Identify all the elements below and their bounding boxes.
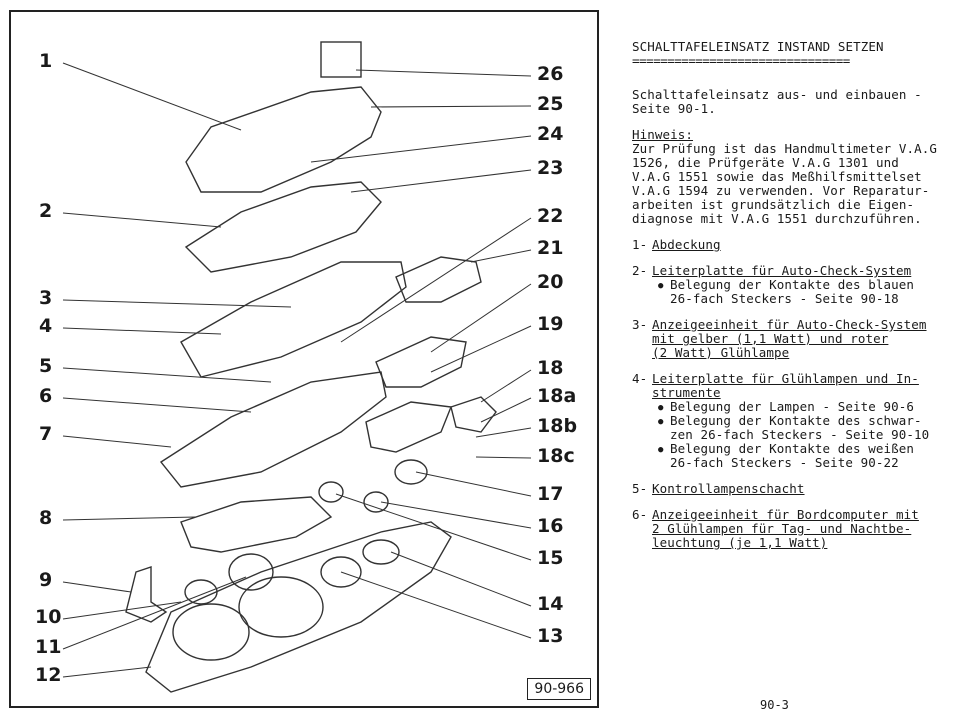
callout-15: 15 [537, 547, 564, 569]
item-title: Abdeckung [652, 237, 721, 252]
list-item: 1- Abdeckung [632, 238, 952, 252]
callout-9: 9 [39, 569, 53, 591]
list-item: 6- Anzeigeeinheit für Bordcomputer mit 2 … [632, 508, 952, 550]
callout-3: 3 [39, 287, 53, 309]
callout-25: 25 [537, 93, 564, 115]
callout-18c: 18c [537, 445, 575, 467]
item-title: Anzeigeeinheit für Auto-Check-System mit… [652, 317, 927, 360]
callout-18a: 18a [537, 385, 577, 407]
item-title: Leiterplatte für Auto-Check-System [652, 263, 912, 278]
sub-bullet: Belegung der Kontakte des blauen 26-fach… [658, 278, 952, 306]
callout-6: 6 [39, 385, 53, 407]
callout-22: 22 [537, 205, 564, 227]
callout-20: 20 [537, 271, 564, 293]
figure-reference-number: 90-966 [527, 678, 591, 700]
callout-23: 23 [537, 157, 564, 179]
callout-10: 10 [35, 606, 62, 628]
callout-11: 11 [35, 636, 62, 658]
callout-1: 1 [39, 50, 53, 72]
callout-26: 26 [537, 63, 564, 85]
item-title: Anzeigeeinheit für Bordcomputer mit 2 Gl… [652, 507, 919, 550]
item-number: 5- [632, 481, 648, 496]
callout-7: 7 [39, 423, 53, 445]
item-number: 4- [632, 371, 648, 386]
callout-4: 4 [39, 315, 53, 337]
callout-13: 13 [537, 625, 564, 647]
exploded-view-figure: 1 2 3 4 5 6 7 8 9 10 11 12 26 25 24 23 2… [9, 10, 599, 708]
intro-paragraph: Schalttafeleinsatz aus- und einbauen - S… [632, 87, 922, 116]
callout-17: 17 [537, 483, 564, 505]
sub-bullet: Belegung der Kontakte des weißen 26-fach… [658, 442, 952, 470]
page-number: 90-3 [760, 698, 789, 712]
text-column: SCHALTTAFELEINSATZ INSTAND SETZEN ======… [632, 40, 952, 562]
sub-bullet: Belegung der Kontakte des schwar- zen 26… [658, 414, 952, 442]
callout-24: 24 [537, 123, 564, 145]
hinweis-heading: Hinweis: [632, 127, 694, 142]
item-number: 1- [632, 237, 648, 252]
callout-16: 16 [537, 515, 564, 537]
callout-5: 5 [39, 355, 53, 377]
callout-14: 14 [537, 593, 564, 615]
callout-18: 18 [537, 357, 564, 379]
item-title: Leiterplatte für Glühlampen und In- stru… [652, 371, 919, 400]
callout-19: 19 [537, 313, 564, 335]
list-item: 5- Kontrollampenschacht [632, 482, 952, 496]
callout-12: 12 [35, 664, 62, 686]
list-item: 2- Leiterplatte für Auto-Check-System Bel… [632, 264, 952, 306]
hinweis-body: Zur Prüfung ist das Handmultimeter V.A.G… [632, 141, 938, 226]
callout-8: 8 [39, 507, 53, 529]
exploded-diagram-drawing [62, 41, 532, 693]
sub-bullet: Belegung der Lampen - Seite 90-6 [658, 400, 952, 416]
page-title: SCHALTTAFELEINSATZ INSTAND SETZEN [632, 39, 884, 54]
list-item: 3- Anzeigeeinheit für Auto-Check-System m… [632, 318, 952, 360]
callout-2: 2 [39, 200, 53, 222]
item-number: 3- [632, 317, 648, 332]
callout-18b: 18b [537, 415, 578, 437]
item-number: 2- [632, 263, 648, 278]
list-item: 4- Leiterplatte für Glühlampen und In- st… [632, 372, 952, 470]
title-underline: =============================== [632, 53, 850, 68]
callout-21: 21 [537, 237, 564, 259]
item-number: 6- [632, 507, 648, 522]
item-title: Kontrollampenschacht [652, 481, 805, 496]
